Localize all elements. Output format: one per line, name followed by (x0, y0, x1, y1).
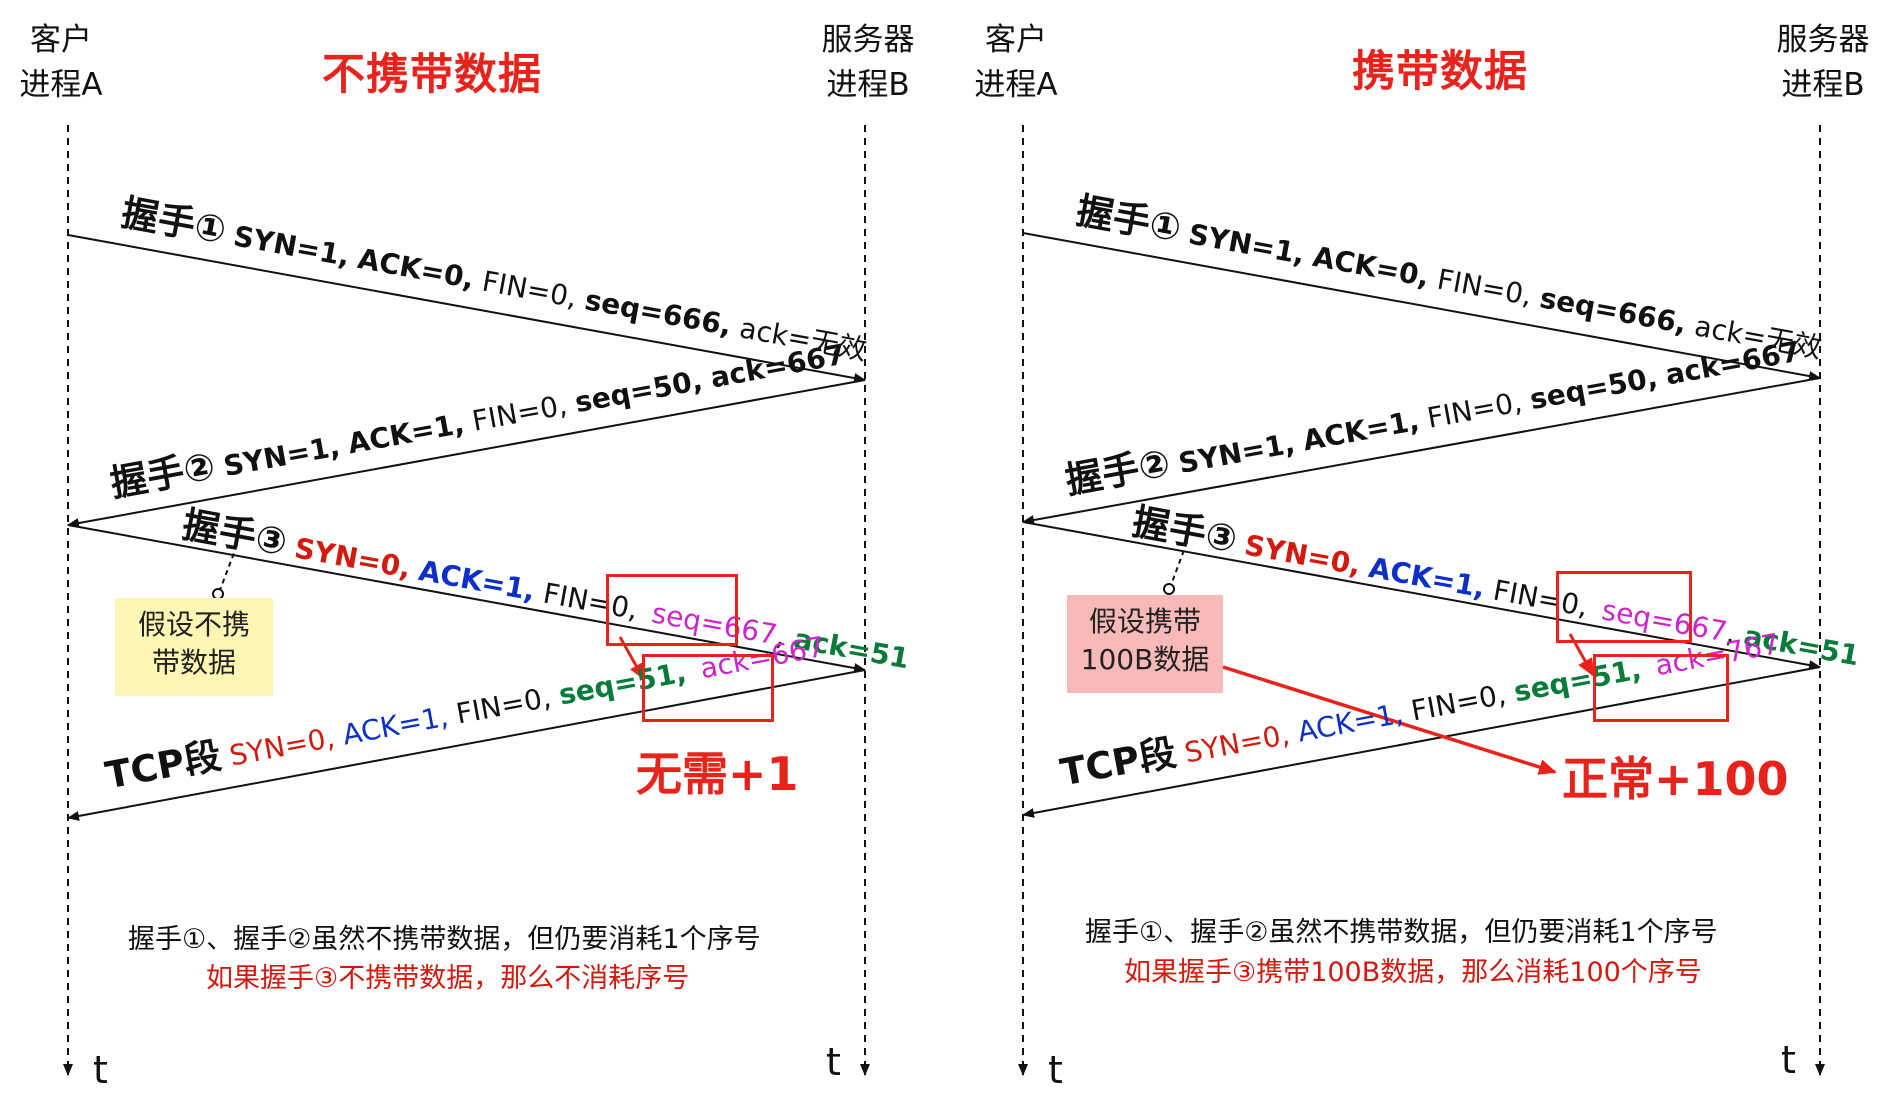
handshake2-arrow (67, 379, 866, 528)
server-time-label: t (826, 1040, 841, 1084)
note-line2: 带数据 (151, 646, 236, 679)
tcp-segment-arrow (1022, 666, 1821, 818)
note-line1: 假设不携 (137, 608, 250, 641)
footnote-line2: 如果握手③携带100B数据，那么消耗100个序号 (1124, 957, 1702, 988)
note-line1: 假设携带 (1088, 605, 1201, 638)
ack-highlight-box (1593, 654, 1729, 722)
footnote-line1: 握手①、握手②虽然不携带数据，但仍要消耗1个序号 (1085, 917, 1718, 948)
client-time-label: t (93, 1048, 108, 1092)
assumption-note: 假设不携 带数据 (115, 598, 273, 696)
ack-highlight-box (642, 654, 774, 722)
right-panel-with-data: 客户 进程A 服务器 进程B 携带数据 握手① SYN=1, ACK=0, FI… (955, 0, 1881, 1101)
server-label-line1: 服务器 (1776, 22, 1870, 58)
server-process-label: 服务器 进程B (808, 18, 928, 108)
handshake2-arrow (1022, 377, 1821, 525)
server-label-line2: 进程B (826, 67, 910, 103)
client-label-line2: 进程A (19, 67, 103, 103)
server-label-line2: 进程B (1781, 67, 1865, 103)
client-time-label: t (1048, 1048, 1063, 1092)
result-callout: 正常+100 (1562, 752, 1789, 806)
client-process-label: 客户 进程A (970, 18, 1062, 108)
result-callout: 无需+1 (636, 747, 799, 801)
assumption-note: 假设携带 100B数据 (1067, 595, 1223, 693)
seq-highlight-box (1556, 571, 1692, 643)
tcp-segment-arrow (67, 669, 866, 821)
client-label-line1: 客户 (30, 22, 92, 58)
handshake1-arrow (67, 234, 866, 383)
server-process-label: 服务器 进程B (1763, 18, 1881, 108)
server-time-label: t (1781, 1038, 1796, 1082)
client-label-line1: 客户 (985, 22, 1047, 58)
seq-highlight-box (606, 574, 738, 646)
footnote-line1: 握手①、握手②虽然不携带数据，但仍要消耗1个序号 (128, 924, 761, 955)
note-leader-dot (1163, 583, 1175, 595)
handshake1-arrow (1022, 232, 1821, 381)
client-label-line2: 进程A (974, 67, 1058, 103)
footnote-line2: 如果握手③不携带数据，那么不消耗序号 (206, 963, 690, 994)
panel-title: 不携带数据 (322, 50, 542, 100)
server-label-line1: 服务器 (821, 22, 915, 58)
note-leader (219, 544, 238, 591)
note-leader (1170, 541, 1188, 586)
panel-title: 携带数据 (1352, 47, 1528, 97)
client-process-label: 客户 进程A (15, 18, 107, 108)
left-panel-no-data: 客户 进程A 服务器 进程B 不携带数据 握手① SYN=1, ACK=0, F… (0, 0, 940, 1101)
data-to-result-red-arrow (1222, 665, 1557, 775)
note-line2: 100B数据 (1080, 643, 1210, 676)
